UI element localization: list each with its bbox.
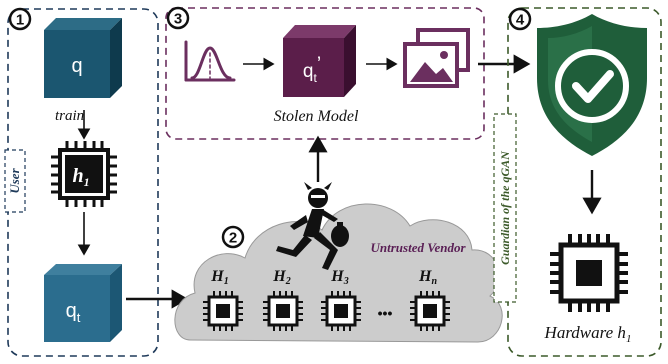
- thief-icon: [276, 182, 349, 270]
- step-4-badge: 4: [508, 7, 532, 31]
- svg-text:Hn: Hn: [418, 268, 437, 287]
- stolen-cube-label: q: [303, 61, 314, 82]
- generated-images-icon: [403, 28, 470, 88]
- untrusted-vendor-label: Untrusted Vendor: [371, 240, 467, 255]
- stolen-model-cube: qt’: [283, 25, 356, 97]
- svg-text:H3: H3: [330, 268, 348, 287]
- hardware-h1-label: Hardware h: [544, 323, 626, 342]
- svg-text:Hardware h1: Hardware h1: [544, 323, 632, 345]
- model-cube-qt: qt: [44, 264, 122, 342]
- step-3-number: 3: [174, 11, 182, 28]
- step-3-badge: 3: [166, 6, 190, 30]
- vendor-chip-h2: [261, 289, 305, 333]
- vendor-chip-h3: [319, 289, 363, 333]
- svg-text:h1: h1: [72, 165, 89, 189]
- stolen-model-title: Stolen Model: [274, 108, 359, 125]
- chip-h1-label: h: [72, 165, 83, 187]
- stolen-cube-sub: t: [314, 71, 318, 85]
- step-1-badge: 1: [8, 7, 32, 31]
- stolen-cube-mark: ’: [317, 54, 321, 75]
- cube-qt-sub: t: [77, 310, 81, 325]
- vendor-chip-hn: [408, 289, 452, 333]
- hardware-h1-chip-user: h1: [51, 141, 117, 207]
- step-1-number: 1: [16, 12, 24, 29]
- h3-sub: 3: [343, 276, 349, 287]
- user-label-box: User: [4, 149, 26, 213]
- svg-text:qt: qt: [66, 300, 81, 325]
- cube-qt-label: q: [66, 300, 77, 322]
- chip-h1-sub: 1: [84, 175, 90, 189]
- hn-sub: n: [431, 276, 437, 287]
- train-label: train: [55, 108, 84, 124]
- user-panel: [7, 8, 159, 357]
- h2-label: H: [272, 268, 286, 285]
- hardware-h1-chip-guardian: [550, 234, 628, 312]
- user-label: User: [7, 167, 22, 193]
- h1-sub: 1: [224, 276, 229, 287]
- svg-text:qt’: qt’: [303, 54, 321, 85]
- svg-text:H2: H2: [272, 268, 290, 287]
- h1-label: H: [210, 268, 224, 285]
- hardware-h1-sub: 1: [626, 333, 632, 345]
- distribution-icon: [184, 40, 236, 82]
- h2-sub: 2: [285, 276, 291, 287]
- step-2-number: 2: [229, 230, 237, 247]
- shield-check-icon: [537, 14, 647, 156]
- hn-label: H: [418, 268, 432, 285]
- h3-label: H: [330, 268, 344, 285]
- chip-ellipsis: •••: [378, 305, 393, 321]
- step-4-number: 4: [516, 12, 525, 29]
- vendor-hardware-labels: H1 H2 H3 Hn: [210, 268, 437, 287]
- svg-text:H1: H1: [210, 268, 228, 287]
- model-cube-q: q: [44, 18, 122, 98]
- guardian-label-box: Guardian of the qGAN: [493, 113, 517, 303]
- guardian-label: Guardian of the qGAN: [498, 150, 512, 265]
- step-2-badge: 2: [221, 225, 245, 249]
- cube-q-label: q: [71, 55, 82, 77]
- vendor-chip-h1: [201, 289, 245, 333]
